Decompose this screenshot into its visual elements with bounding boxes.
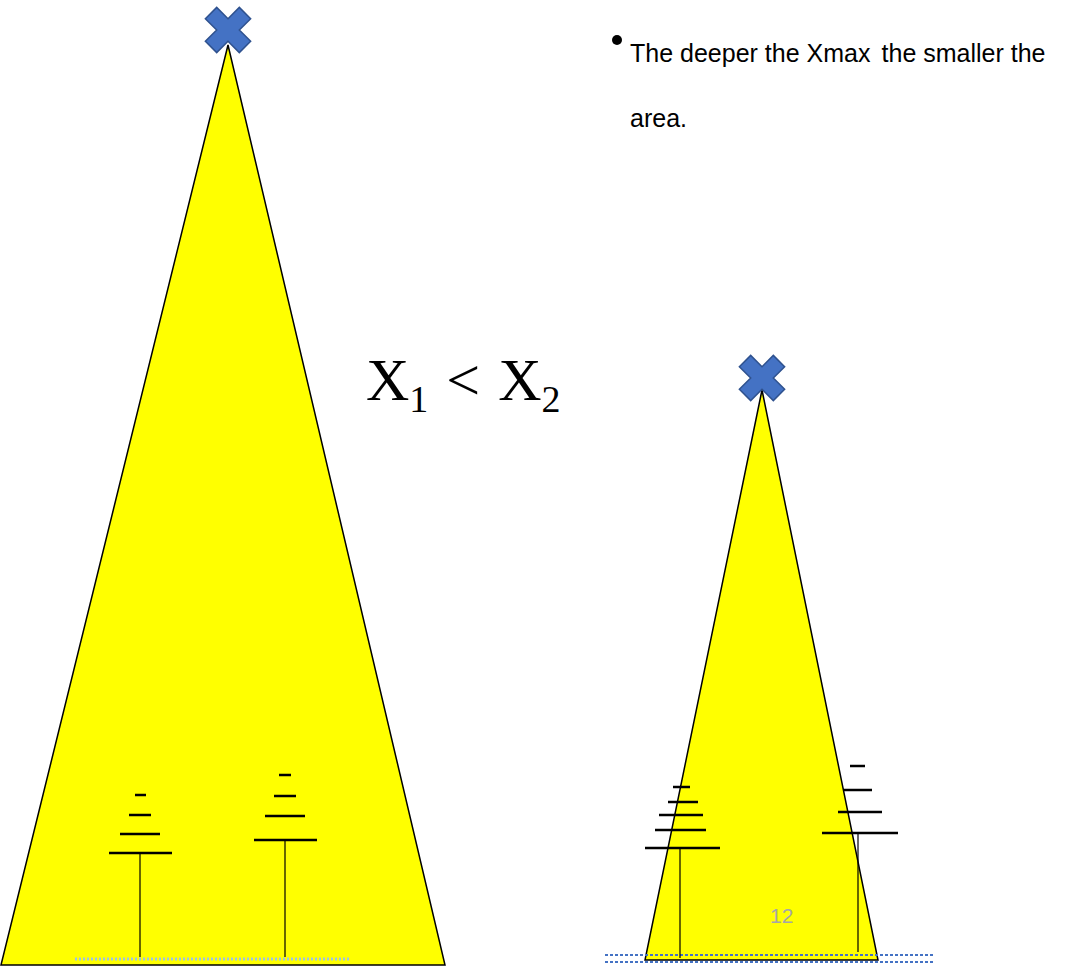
ground-line — [605, 954, 935, 956]
shower-cone — [1, 45, 445, 965]
detector-symbol — [822, 766, 898, 952]
note-text: The deeper the X — [630, 39, 823, 67]
detector-symbol — [109, 795, 172, 957]
xmax-marker — [728, 344, 796, 412]
bullet-dot — [612, 35, 622, 45]
subscript: 1 — [409, 378, 428, 420]
detector-symbol — [645, 787, 720, 958]
detector-symbol — [254, 775, 317, 957]
subscript: 2 — [542, 378, 561, 420]
subscript: max — [823, 39, 870, 67]
depth-relation: X1<X2 — [366, 340, 561, 439]
math-symbol: < — [446, 347, 480, 413]
ground-line — [75, 958, 350, 961]
page-number-box: 12 — [770, 904, 793, 928]
page-number: 12 — [770, 904, 793, 927]
math-symbol: X — [498, 347, 541, 413]
bullet-note: The deeper the Xmax the smaller the area… — [630, 14, 1066, 144]
shower-cone — [645, 390, 878, 960]
xmax-marker — [194, 0, 262, 64]
math-symbol: X — [366, 347, 409, 413]
ground-line — [605, 961, 935, 963]
